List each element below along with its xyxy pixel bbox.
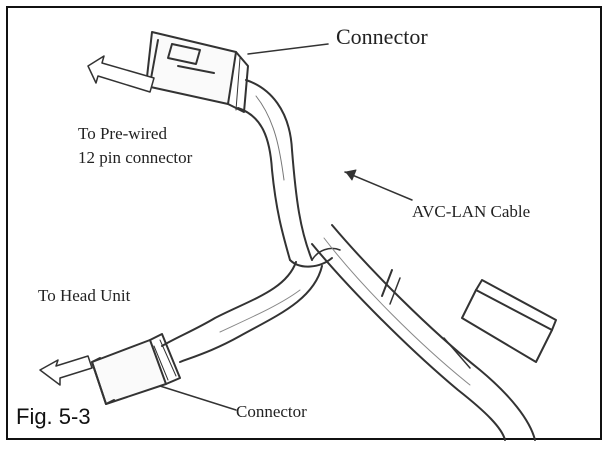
- label-to-head-unit: To Head Unit: [38, 286, 131, 305]
- label-to-prewired-line1: To Pre-wired: [78, 124, 167, 143]
- top-connector-shape: [145, 31, 249, 113]
- label-connector-top: Connector: [336, 24, 428, 49]
- label-to-prewired-line2: 12 pin connector: [78, 148, 193, 167]
- label-connector-bottom: Connector: [236, 402, 307, 421]
- figure-caption: Fig. 5-3: [12, 404, 95, 430]
- bottom-connector-shape: [91, 333, 181, 405]
- label-avc-lan-cable: AVC-LAN Cable: [412, 202, 531, 221]
